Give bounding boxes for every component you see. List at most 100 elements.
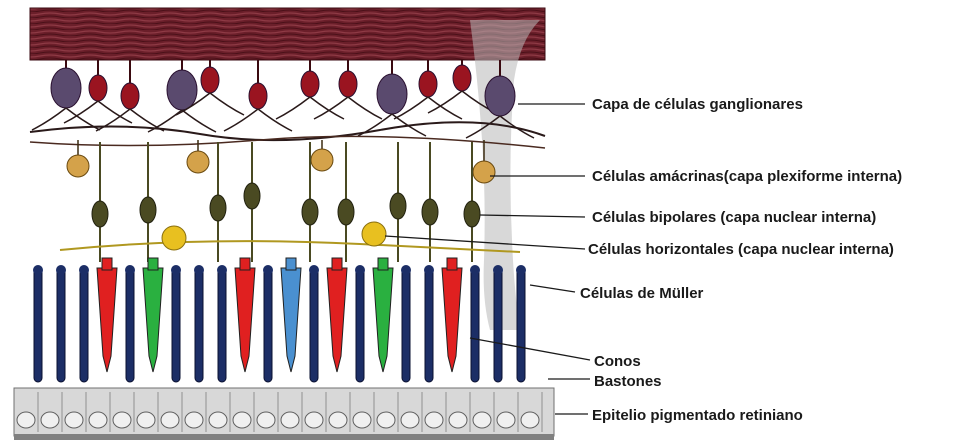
- rod-cell: [126, 268, 134, 382]
- rod-cell: [310, 268, 318, 382]
- bipolar-cell: [338, 199, 354, 225]
- bipolar-cell: [302, 199, 318, 225]
- amacrine-cell: [187, 151, 209, 173]
- rod-terminal: [79, 265, 89, 275]
- rod-terminal: [125, 265, 135, 275]
- epithelial-cell: [233, 412, 251, 428]
- choroid-edge: [14, 434, 554, 440]
- amacrine-cell: [311, 149, 333, 171]
- ganglion-cell: [377, 74, 407, 114]
- bipolar-cell: [390, 193, 406, 219]
- label-muller-cells: Células de Müller: [580, 285, 704, 302]
- inner-plexiform-fibers: [30, 122, 545, 148]
- ganglion-cell: [201, 67, 219, 93]
- label-horizontal-cells: Células horizontales (capa nuclear inter…: [588, 241, 894, 258]
- rod-terminal: [217, 265, 227, 275]
- cone-pedicle: [378, 258, 388, 270]
- rod-cell: [218, 268, 226, 382]
- horizontal-cell: [162, 226, 186, 250]
- label-ganglion-layer: Capa de células ganglionares: [592, 96, 803, 113]
- rod-terminal: [309, 265, 319, 275]
- epithelial-cell: [89, 412, 107, 428]
- epithelial-cell: [377, 412, 395, 428]
- rod-terminal: [516, 265, 526, 275]
- epithelial-cell: [209, 412, 227, 428]
- ganglion-cell: [301, 71, 319, 97]
- bipolar-cell: [422, 199, 438, 225]
- ganglion-cell: [89, 75, 107, 101]
- ganglion-cell: [249, 83, 267, 109]
- label-rods: Bastones: [594, 373, 662, 390]
- bipolar-cell: [140, 197, 156, 223]
- cone-cell: [97, 268, 117, 372]
- ganglion-cell: [419, 71, 437, 97]
- label-amacrine-cells: Células amácrinas(capa plexiforme intern…: [592, 168, 902, 185]
- cone-cell: [373, 268, 393, 372]
- cone-cell: [442, 268, 462, 372]
- epithelial-cell: [185, 412, 203, 428]
- cone-cell: [327, 268, 347, 372]
- rod-terminal: [171, 265, 181, 275]
- cone-pedicle: [286, 258, 296, 270]
- epithelial-cell: [281, 412, 299, 428]
- ganglion-cell: [453, 65, 471, 91]
- rod-terminal: [401, 265, 411, 275]
- rod-cell: [356, 268, 364, 382]
- amacrine-cell: [473, 161, 495, 183]
- ganglion-dendrite: [224, 109, 292, 131]
- epithelial-cell: [521, 412, 539, 428]
- amacrine-cell: [67, 155, 89, 177]
- rod-cell: [195, 268, 203, 382]
- epithelial-cell: [401, 412, 419, 428]
- epithelial-cell: [161, 412, 179, 428]
- rod-cell: [172, 268, 180, 382]
- epithelial-cell: [41, 412, 59, 428]
- rod-cell: [80, 268, 88, 382]
- ganglion-cell: [51, 68, 81, 108]
- rod-cell: [425, 268, 433, 382]
- rod-terminal: [493, 265, 503, 275]
- cone-pedicle: [447, 258, 457, 270]
- ganglion-cell: [121, 83, 139, 109]
- leader-muller: [530, 285, 575, 292]
- bipolar-cell: [464, 201, 480, 227]
- horizontal-cell: [362, 222, 386, 246]
- rod-cell: [264, 268, 272, 382]
- epithelial-cell: [497, 412, 515, 428]
- bipolar-cell: [92, 201, 108, 227]
- cone-cell: [281, 268, 301, 372]
- cone-pedicle: [102, 258, 112, 270]
- leader-cones: [470, 338, 590, 360]
- nerve-fiber-layer: [30, 8, 545, 60]
- cone-pedicle: [332, 258, 342, 270]
- rod-terminal: [355, 265, 365, 275]
- cone-pedicle: [240, 258, 250, 270]
- rod-cell: [517, 268, 525, 382]
- rod-terminal: [33, 265, 43, 275]
- rod-terminal: [470, 265, 480, 275]
- rod-terminal: [56, 265, 66, 275]
- cone-cell: [143, 268, 163, 372]
- epithelial-cell: [353, 412, 371, 428]
- epithelial-cell: [65, 412, 83, 428]
- photoreceptor-group: [33, 258, 526, 382]
- plexiform-fiber: [30, 136, 545, 148]
- rod-cell: [402, 268, 410, 382]
- epithelial-cell: [305, 412, 323, 428]
- rod-cell: [34, 268, 42, 382]
- pigment-epithelium: [14, 388, 554, 440]
- epithelial-cell: [17, 412, 35, 428]
- bipolar-cell: [210, 195, 226, 221]
- rod-cell: [57, 268, 65, 382]
- rod-cell: [494, 268, 502, 382]
- rod-terminal: [194, 265, 204, 275]
- epithelial-cell: [137, 412, 155, 428]
- epithelial-cell: [113, 412, 131, 428]
- label-bipolar-cells: Células bipolares (capa nuclear interna): [592, 209, 876, 226]
- rod-terminal: [424, 265, 434, 275]
- epithelial-cell: [425, 412, 443, 428]
- horizontal-process: [60, 241, 520, 252]
- ganglion-cell: [167, 70, 197, 110]
